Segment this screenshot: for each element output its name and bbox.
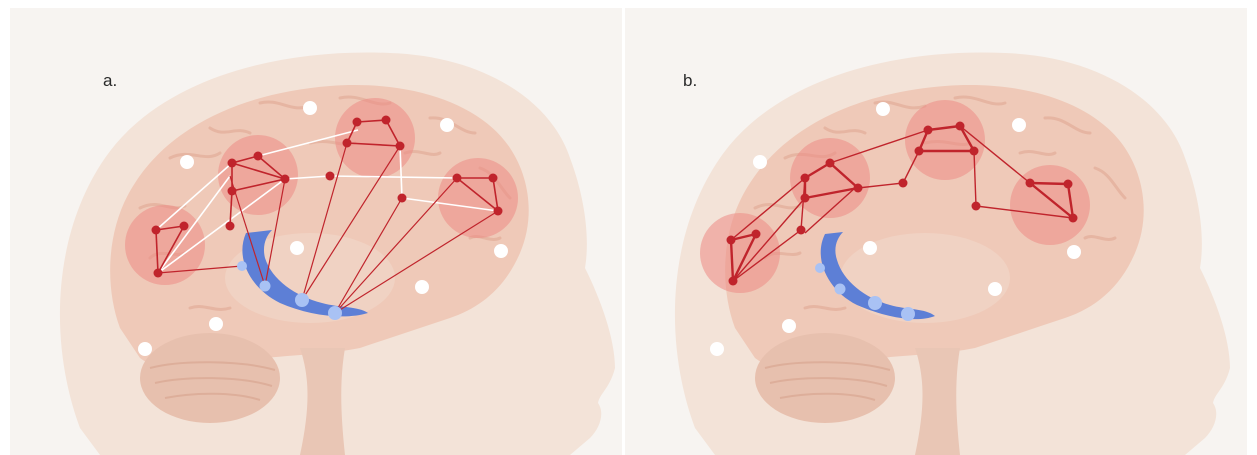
hippocampus-node [237, 261, 247, 271]
inactive-node [290, 241, 304, 255]
inactive-node [494, 244, 508, 258]
inactive-node [1067, 245, 1081, 259]
panel-a: a. [10, 8, 622, 455]
inactive-node [753, 155, 767, 169]
network-node [326, 172, 335, 181]
network-node [826, 159, 835, 168]
cerebellum [140, 333, 280, 423]
network-node [727, 236, 736, 245]
network-node [970, 147, 979, 156]
network-node [398, 194, 407, 203]
hippocampus-node [901, 307, 915, 321]
network-node [915, 147, 924, 156]
network-node [281, 175, 290, 184]
inactive-node [876, 102, 890, 116]
inactive-node [209, 317, 223, 331]
network-node [1064, 180, 1073, 189]
network-node [972, 202, 981, 211]
network-node [1069, 214, 1078, 223]
network-node [453, 174, 462, 183]
network-node [396, 142, 405, 151]
network-node [228, 187, 237, 196]
network-node [752, 230, 761, 239]
network-node [956, 122, 965, 131]
inactive-node [415, 280, 429, 294]
network-node [729, 277, 738, 286]
network-node [154, 269, 163, 278]
hippocampus-node [295, 293, 309, 307]
network-node [924, 126, 933, 135]
network-node [254, 152, 263, 161]
brain-network-diagram-b [625, 8, 1247, 455]
network-node [353, 118, 362, 127]
network-node [152, 226, 161, 235]
network-node [899, 179, 908, 188]
network-node [797, 226, 806, 235]
network-node [494, 207, 503, 216]
network-node [1026, 179, 1035, 188]
hippocampus-node [328, 306, 342, 320]
network-node [801, 174, 810, 183]
inactive-node [180, 155, 194, 169]
hippocampus-node [835, 284, 846, 295]
hippocampus-node [260, 281, 271, 292]
inactive-node [440, 118, 454, 132]
cerebellum [755, 333, 895, 423]
panel-label: a. [103, 71, 117, 91]
network-node [343, 139, 352, 148]
network-node [228, 159, 237, 168]
inactive-node [303, 101, 317, 115]
inactive-node [1012, 118, 1026, 132]
network-node [489, 174, 498, 183]
inactive-node [863, 241, 877, 255]
hippocampus-node [815, 263, 825, 273]
network-node [854, 184, 863, 193]
inactive-node [988, 282, 1002, 296]
inactive-node [138, 342, 152, 356]
panel-b: b. [625, 8, 1247, 455]
network-node [382, 116, 391, 125]
network-node [180, 222, 189, 231]
brain-network-diagram-a [10, 8, 622, 455]
network-node [801, 194, 810, 203]
inactive-node [782, 319, 796, 333]
panel-label: b. [683, 71, 697, 91]
hippocampus-node [868, 296, 882, 310]
network-node [226, 222, 235, 231]
inactive-node [710, 342, 724, 356]
